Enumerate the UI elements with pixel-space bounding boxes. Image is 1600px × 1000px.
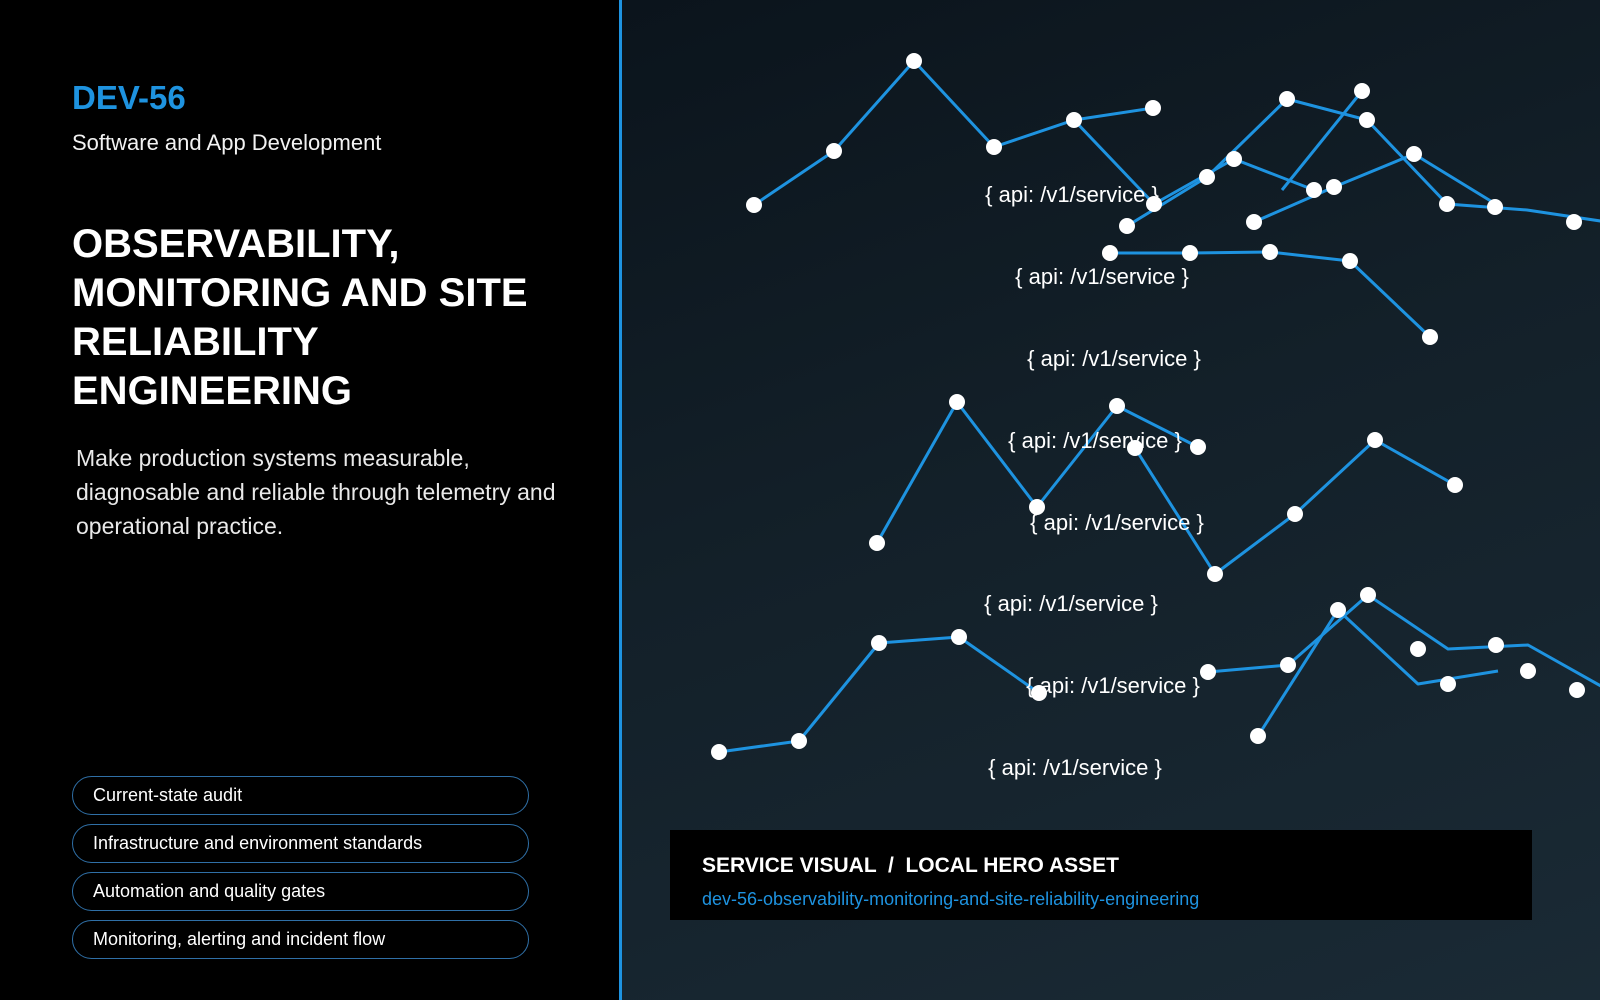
- telemetry-node: [1422, 329, 1438, 345]
- telemetry-line: [1280, 90, 1364, 191]
- telemetry-node: [1306, 182, 1322, 198]
- telemetry-node: [1146, 196, 1162, 212]
- telemetry-node: [1488, 637, 1504, 653]
- telemetry-node: [1109, 398, 1125, 414]
- telemetry-node: [1569, 682, 1585, 698]
- api-label: { api: /v1/service }: [1008, 428, 1182, 453]
- telemetry-line: [1072, 118, 1315, 206]
- telemetry-node: [986, 139, 1002, 155]
- telemetry-node: [1280, 657, 1296, 673]
- telemetry-node: [1145, 100, 1161, 116]
- api-label: { api: /v1/service }: [1030, 510, 1204, 535]
- service-category: Software and App Development: [72, 130, 382, 155]
- telemetry-node: [711, 744, 727, 760]
- telemetry-node: [1029, 499, 1045, 515]
- api-label: { api: /v1/service }: [1026, 673, 1200, 698]
- telemetry-node: [871, 635, 887, 651]
- api-label: { api: /v1/service }: [985, 182, 1159, 207]
- telemetry-node: [1250, 728, 1266, 744]
- telemetry-node: [826, 143, 842, 159]
- telemetry-node: [1199, 169, 1215, 185]
- telemetry-node: [1226, 151, 1242, 167]
- telemetry-line: [1253, 152, 1495, 224]
- telemetry-node: [1200, 664, 1216, 680]
- telemetry-node: [1031, 685, 1047, 701]
- service-code: DEV-56: [72, 79, 186, 116]
- telemetry-node: [746, 197, 762, 213]
- telemetry-node: [951, 629, 967, 645]
- tag-list: Current-state audit Infrastructure and e…: [72, 776, 529, 968]
- telemetry-node: [1359, 112, 1375, 128]
- telemetry-node: [1360, 587, 1376, 603]
- telemetry-node: [1342, 253, 1358, 269]
- telemetry-node: [1440, 676, 1456, 692]
- telemetry-visual: { api: /v1/service } { api: /v1/service …: [711, 53, 1600, 780]
- telemetry-node: [1262, 244, 1278, 260]
- tag-current-state-audit: Current-state audit: [72, 776, 529, 815]
- telemetry-node: [1287, 506, 1303, 522]
- telemetry-line: [1256, 608, 1499, 737]
- api-label: { api: /v1/service }: [1027, 346, 1201, 371]
- telemetry-node: [949, 394, 965, 410]
- tag-infrastructure-standards: Infrastructure and environment standards: [72, 824, 529, 863]
- telemetry-node: [1066, 112, 1082, 128]
- telemetry-node: [1246, 214, 1262, 230]
- telemetry-node: [1406, 146, 1422, 162]
- asset-caption: SERVICE VISUAL / LOCAL HERO ASSET dev-56…: [670, 830, 1532, 920]
- left-panel: DEV-56 Software and App Development OBSE…: [0, 0, 619, 1000]
- telemetry-line: [753, 59, 1154, 207]
- tag-automation-quality-gates: Automation and quality gates: [72, 872, 529, 911]
- service-description: Make production systems measurable, diag…: [76, 445, 556, 539]
- telemetry-node: [1207, 566, 1223, 582]
- telemetry-node: [1566, 214, 1582, 230]
- telemetry-line: [1207, 593, 1600, 688]
- page-title: OBSERVABILITY, MONITORING AND SITE RELIA…: [72, 222, 528, 413]
- telemetry-node: [1410, 641, 1426, 657]
- accent-divider: [619, 0, 622, 1000]
- telemetry-node: [1127, 440, 1143, 456]
- telemetry-node: [1119, 218, 1135, 234]
- telemetry-node: [1354, 83, 1370, 99]
- telemetry-node: [1520, 663, 1536, 679]
- telemetry-node: [1190, 439, 1206, 455]
- telemetry-nodes: [711, 53, 1585, 760]
- telemetry-node: [1102, 245, 1118, 261]
- right-panel: { api: /v1/service } { api: /v1/service …: [622, 0, 1600, 1000]
- telemetry-node: [1330, 602, 1346, 618]
- telemetry-node: [1447, 477, 1463, 493]
- api-label: { api: /v1/service }: [988, 755, 1162, 780]
- tag-monitoring-alerting: Monitoring, alerting and incident flow: [72, 920, 529, 959]
- telemetry-node: [1182, 245, 1198, 261]
- caption-slug: dev-56-observability-monitoring-and-site…: [702, 889, 1200, 909]
- api-label: { api: /v1/service }: [984, 591, 1158, 616]
- telemetry-node: [906, 53, 922, 69]
- telemetry-node: [869, 535, 885, 551]
- telemetry-line: [718, 635, 1040, 754]
- api-label: { api: /v1/service }: [1015, 264, 1189, 289]
- telemetry-node: [1367, 432, 1383, 448]
- telemetry-node: [1439, 196, 1455, 212]
- caption-title: SERVICE VISUAL / LOCAL HERO ASSET: [702, 854, 1119, 877]
- telemetry-node: [1279, 91, 1295, 107]
- telemetry-node: [1487, 199, 1503, 215]
- telemetry-node: [1326, 179, 1342, 195]
- telemetry-node: [791, 733, 807, 749]
